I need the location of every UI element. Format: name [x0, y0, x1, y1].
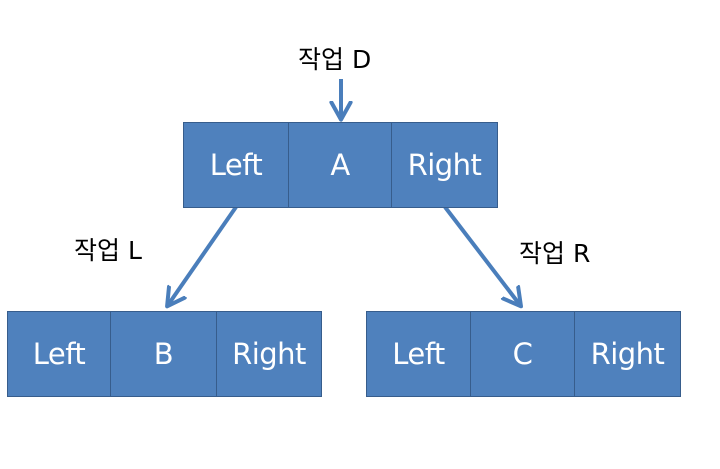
- left-child-node: Left B Right: [7, 311, 322, 397]
- arrow-root-to-left-child: [168, 205, 238, 305]
- right-child-value-cell: C: [471, 311, 575, 397]
- root-left-cell: Left: [183, 122, 289, 208]
- root-value-cell: A: [289, 122, 392, 208]
- arrow-root-to-right-child: [443, 205, 520, 305]
- right-child-left-cell: Left: [366, 311, 471, 397]
- root-right-cell: Right: [392, 122, 498, 208]
- left-child-right-cell: Right: [217, 311, 322, 397]
- root-node: Left A Right: [183, 122, 498, 208]
- right-child-node: Left C Right: [366, 311, 681, 397]
- operation-d-label: 작업 D: [298, 45, 372, 74]
- operation-r-label: 작업 R: [519, 239, 591, 268]
- right-child-right-cell: Right: [575, 311, 681, 397]
- left-child-value-cell: B: [111, 311, 217, 397]
- operation-l-label: 작업 L: [74, 236, 142, 265]
- left-child-left-cell: Left: [7, 311, 111, 397]
